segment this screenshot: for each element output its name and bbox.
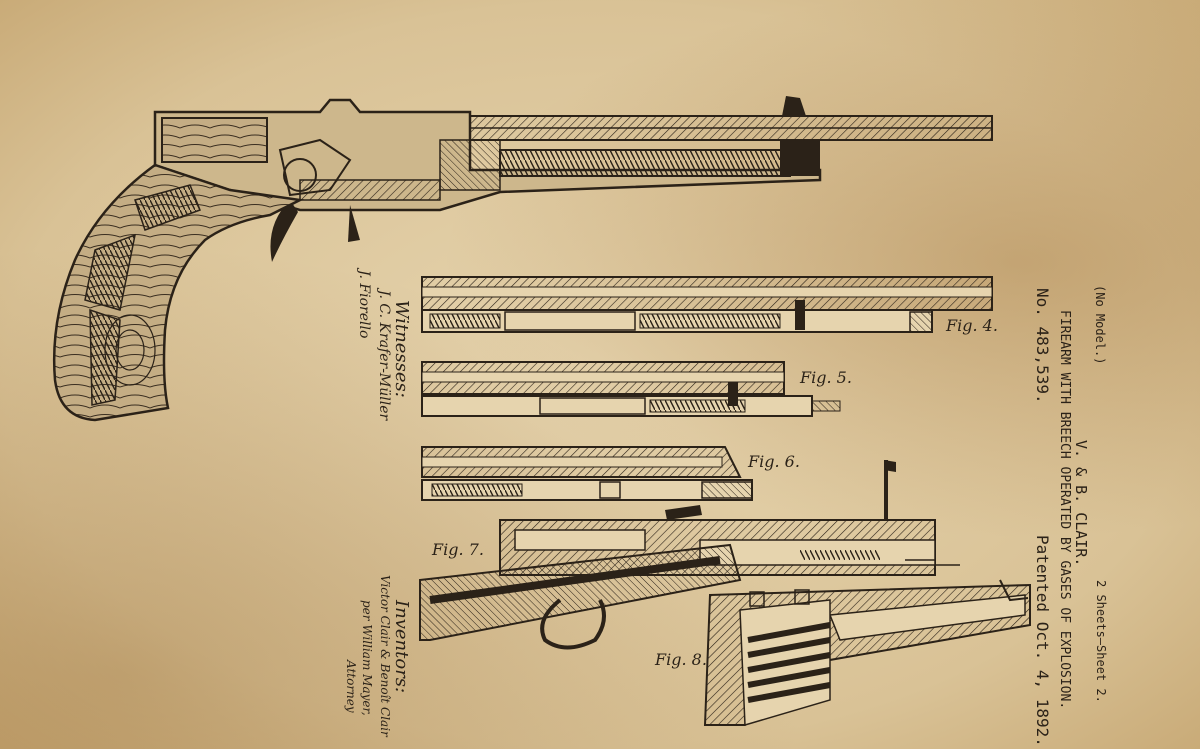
patent-number: No. 483,539.: [1033, 288, 1052, 404]
trigger-guard-stub: [348, 205, 360, 242]
recoil-spring: [499, 149, 791, 177]
inventors-label: Inventors:: [391, 600, 412, 694]
trigger: [270, 200, 298, 262]
rear-block: [161, 117, 268, 163]
patented-date: Patented Oct. 4, 1892.: [1033, 535, 1052, 747]
sheet-count-text: 2 Sheets—Sheet 2.: [1094, 580, 1108, 703]
fig4-label: Fig. 4.: [946, 316, 998, 335]
fig6-label: Fig. 6.: [748, 452, 800, 471]
fig4-drawing: [421, 276, 993, 333]
fig5-label: Fig. 5.: [800, 368, 852, 387]
pistol-drawing: [52, 96, 993, 422]
no-model-text: (No Model.): [1093, 285, 1107, 365]
inventor-signature-2: per William Mayer,: [360, 600, 374, 716]
fig5-drawing: [421, 361, 841, 417]
inventor-signature-3: Attorney: [344, 660, 358, 713]
fig7-label: Fig. 7.: [432, 540, 484, 559]
lever-loop: [540, 598, 606, 650]
witness-signature-1: J. C. Krafer-Müller: [376, 290, 392, 421]
fig7-drawing: [419, 460, 960, 650]
fig8-label: Fig. 8.: [655, 650, 707, 669]
witnesses-label: Witnesses:: [391, 300, 412, 398]
front-sight: [782, 96, 806, 116]
witness-signature-2: J. Fiorello: [356, 270, 372, 339]
fig6-drawing: [421, 446, 753, 501]
inventor-signature-1: Victor Clair & Benoît Clair: [378, 575, 392, 737]
inventor-names-title: V. & B. CLAIR.: [1072, 440, 1090, 567]
patent-title: FIREARM WITH BREECH OPERATED BY GASES OF…: [1057, 310, 1072, 710]
grip-magazine: [84, 184, 201, 406]
fig8-drawing: [703, 579, 1031, 726]
